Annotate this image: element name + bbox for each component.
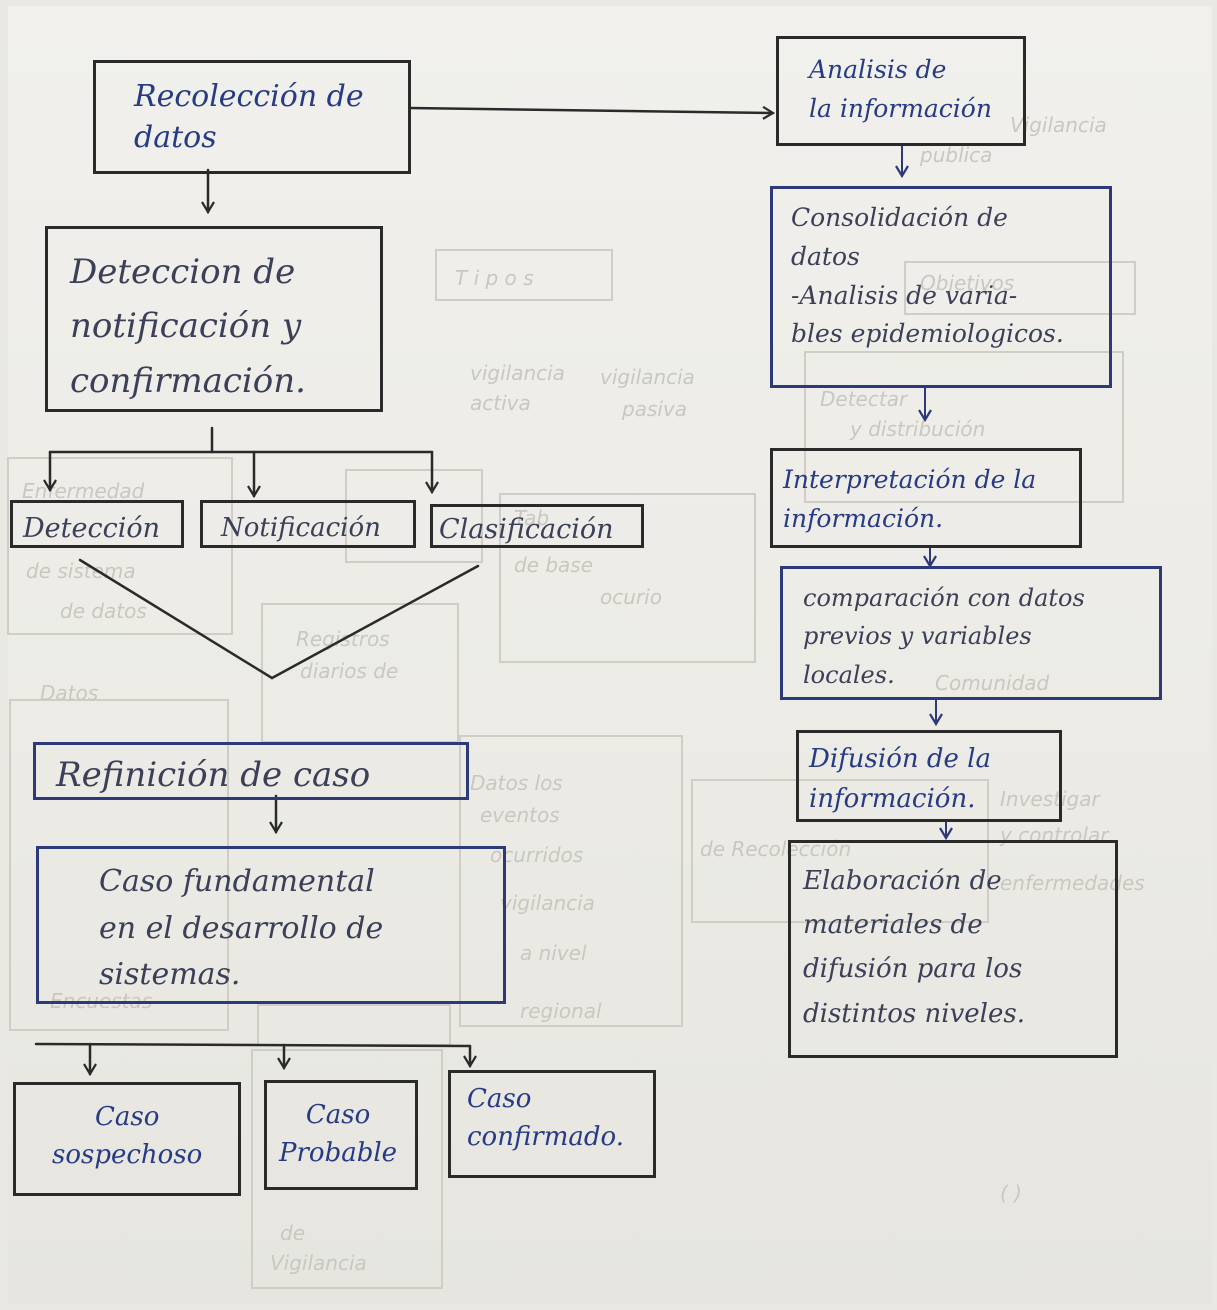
box-sub-deteccion: Detección xyxy=(10,500,184,548)
left-connectors xyxy=(34,108,773,1074)
svg-text:vigilancia: vigilancia xyxy=(600,365,695,389)
svg-text:de: de xyxy=(280,1221,305,1245)
svg-text:y controlar: y controlar xyxy=(999,823,1110,847)
box-caso-confirmado: Caso confirmado. xyxy=(448,1070,656,1178)
svg-text:Tab: Tab xyxy=(514,506,549,530)
label-consolidacion: Consolidación de datos -Analisis de vari… xyxy=(791,203,1064,349)
label-caso-sospechoso: Caso sospechoso xyxy=(52,1102,203,1170)
svg-text:de sistema: de sistema xyxy=(26,559,136,583)
box-refinicion: Refinición de caso xyxy=(33,742,469,800)
converge-right xyxy=(270,564,480,680)
svg-text:de base: de base xyxy=(514,553,593,577)
label-deteccion-notificacion: Deteccion de notificación y confirmación… xyxy=(70,252,306,401)
label-elaboracion: Elaboración de materiales de difusión pa… xyxy=(803,866,1025,1029)
case-branch-bar xyxy=(34,1042,472,1048)
label-caso-probable: Caso Probable xyxy=(279,1100,398,1168)
paper-sheet xyxy=(8,6,1212,1304)
box-sub-clasificacion: Clasificación xyxy=(430,504,644,548)
svg-text:publica: publica xyxy=(919,143,992,167)
box-elaboracion: Elaboración de materiales de difusión pa… xyxy=(788,840,1118,1058)
svg-text:regional: regional xyxy=(520,999,602,1023)
box-comparacion: comparación con datos previos y variable… xyxy=(780,566,1162,700)
arrow-recoleccion-to-analisis xyxy=(408,108,773,113)
svg-text:pasiva: pasiva xyxy=(621,397,687,421)
right-connectors xyxy=(902,145,946,838)
box-analisis: Analisis de la información xyxy=(776,36,1026,146)
box-difusion: Difusión de la información. xyxy=(796,730,1062,822)
label-sub-clasificacion: Clasificación xyxy=(439,514,614,545)
label-sub-notificacion: Notificación xyxy=(221,513,381,543)
svg-text:vigilancia: vigilancia xyxy=(470,361,565,385)
svg-text:enfermedades: enfermedades xyxy=(1000,871,1145,895)
svg-text:Vigilancia: Vigilancia xyxy=(1010,113,1107,137)
svg-text:a nivel: a nivel xyxy=(520,941,587,965)
label-refinicion: Refinición de caso xyxy=(56,755,371,795)
svg-text:de datos: de datos xyxy=(60,599,147,623)
svg-text:Objetivos: Objetivos xyxy=(920,271,1014,295)
svg-text:activa: activa xyxy=(470,391,531,415)
svg-text:Comunidad: Comunidad xyxy=(935,671,1050,695)
svg-text:Datos: Datos xyxy=(40,681,98,705)
label-interpretacion: Interpretación de la información. xyxy=(783,465,1037,533)
box-deteccion-notificacion: Deteccion de notificación y confirmación… xyxy=(45,226,383,412)
box-recoleccion: Recolección de datos xyxy=(93,60,411,174)
svg-text:vigilancia: vigilancia xyxy=(500,891,595,915)
svg-text:( ): ( ) xyxy=(1000,1181,1022,1205)
bleed-through-marks: T i p o s vigilancia pasiva vigilancia a… xyxy=(7,113,1145,1289)
label-caso-confirmado: Caso confirmado. xyxy=(467,1084,624,1152)
svg-text:Detectar: Detectar xyxy=(820,387,909,411)
svg-text:diarios de: diarios de xyxy=(300,659,398,683)
svg-text:Datos los: Datos los xyxy=(470,771,563,795)
label-sub-deteccion: Detección xyxy=(23,513,160,544)
svg-text:y distribución: y distribución xyxy=(849,417,985,441)
label-caso-fundamental: Caso fundamental en el desarrollo de sis… xyxy=(99,864,384,992)
svg-text:T i p o s: T i p o s xyxy=(455,266,534,290)
label-analisis: Analisis de la información xyxy=(809,55,992,123)
svg-text:Investigar: Investigar xyxy=(1000,787,1101,811)
box-interpretacion: Interpretación de la información. xyxy=(770,448,1082,548)
box-caso-sospechoso: Caso sospechoso xyxy=(13,1082,241,1196)
label-recoleccion: Recolección de datos xyxy=(134,79,364,155)
svg-text:eventos: eventos xyxy=(480,803,560,827)
label-difusion: Difusión de la información. xyxy=(809,744,991,815)
svg-text:Vigilancia: Vigilancia xyxy=(270,1251,367,1275)
svg-text:Enfermedad: Enfermedad xyxy=(22,479,145,503)
box-sub-notificacion: Notificación xyxy=(200,500,416,548)
converge-left xyxy=(78,558,274,680)
svg-text:ocurio: ocurio xyxy=(600,585,662,609)
label-comparacion: comparación con datos previos y variable… xyxy=(803,584,1085,689)
box-caso-probable: Caso Probable xyxy=(264,1080,418,1190)
box-consolidacion: Consolidación de datos -Analisis de vari… xyxy=(770,186,1112,388)
box-caso-fundamental: Caso fundamental en el desarrollo de sis… xyxy=(36,846,506,1004)
